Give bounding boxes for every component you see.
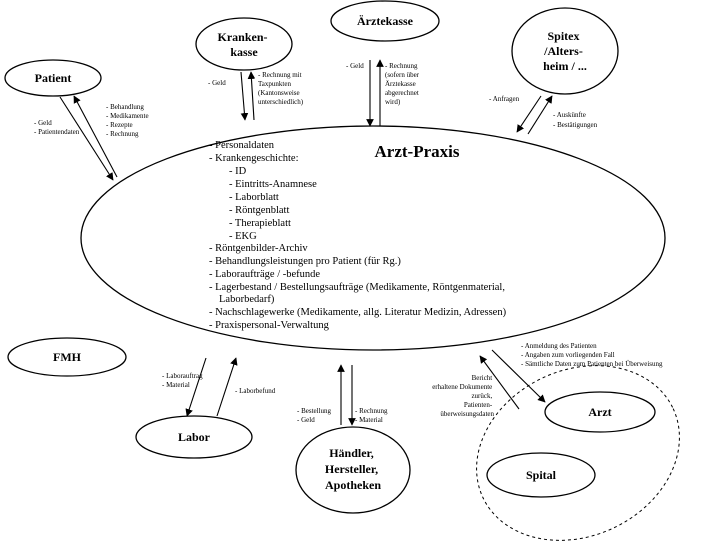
arrow-praxis-to-patient [73,95,118,178]
node-spitex [511,7,619,95]
aerztekasse-label: Ärztekasse [357,14,414,28]
label-kk-in: - Geld [208,79,226,87]
center-item: - Röntgenbilder-Archiv [209,243,308,254]
label-spitex-in: - Anfragen [489,95,520,103]
center-item: - Praxispersonal-Verwaltung [209,320,330,331]
arrow-spitex-to-praxis [516,95,542,133]
label-ak-out: - Rechnung (sofern über Ärztekasse abger… [385,62,421,106]
arzt-label: Arzt [588,405,611,419]
group-dashed-ellipse [476,365,680,541]
label-spital-out: - Anmeldung des Patienten - Angaben zum … [521,342,663,368]
haendler-label: Händler, Hersteller, Apotheken [325,446,381,492]
center-item: - EKG [229,231,257,242]
spitex-label: Spitex /Alters- heim / ... [543,29,587,73]
center-item: - ID [229,166,247,177]
label-spitex-out: - Auskünfte - Bestätigungen [553,111,598,129]
arrow-kk-to-praxis [240,71,249,121]
center-item: - Röntgenblatt [229,205,289,216]
label-haendler-in: - Bestellung - Geld [297,407,333,424]
center-item: - Krankengeschichte: [209,153,299,164]
node-arzt [544,391,656,433]
center-item: - Personaldaten [209,140,275,151]
label-kk-out: - Rechnung mit Taxpunkten (Kantonsweise … [258,71,304,106]
arrow-praxis-to-spital [491,349,546,403]
center-item: - Laborblatt [229,192,279,203]
label-labor-out: - Laborbefund [235,387,276,395]
label-haendler-out: - Rechnung - Material [355,407,389,424]
arrow-patient-to-praxis [59,96,114,181]
patient-label: Patient [35,71,72,85]
node-krankenkasse [195,17,293,71]
center-item: - Behandlungsleistungen pro Patient (für… [209,256,401,267]
arrow-praxis-to-kk [247,71,256,121]
node-labor [135,415,253,459]
arrow-spital-to-praxis [479,355,520,410]
center-item: - Nachschlagewerke (Medikamente, allg. L… [209,307,507,318]
fmh-label: FMH [53,350,82,364]
label-patient-out: - Behandlung - Medikamente - Rezepte - R… [106,103,150,138]
spital-label: Spital [526,468,557,482]
node-fmh [7,337,127,377]
center-item: - Lagerbestand / Bestellungsaufträge (Me… [209,282,505,293]
arrow-praxis-to-spitex [527,95,553,135]
label-ak-in: - Geld [346,62,364,70]
center-item: - Eintritts-Anamnese [229,179,317,190]
labor-label: Labor [178,430,211,444]
label-spital-in: Bericht erhaltene Dokumente zurück, Pati… [432,374,494,418]
center-item: Laborbedarf) [219,294,275,305]
label-labor-in: - Laborauftrag - Material [162,372,204,389]
label-patient-in: - Geld - Patientendaten [34,119,80,136]
node-spital [486,452,596,498]
krankenkasse-label: Kranken- kasse [217,30,270,59]
node-haendler [295,426,411,514]
node-patient [4,59,102,97]
center-item: - Laboraufträge / -befunde [209,269,320,280]
arrow-praxis-to-labor [185,357,207,417]
node-aerztekasse [330,0,440,42]
center-title: Arzt-Praxis [375,142,460,161]
center-item: - Therapieblatt [229,218,291,229]
arrow-labor-to-praxis [216,357,238,417]
center-item-list: - Personaldaten - Krankengeschichte: - I… [209,140,509,331]
